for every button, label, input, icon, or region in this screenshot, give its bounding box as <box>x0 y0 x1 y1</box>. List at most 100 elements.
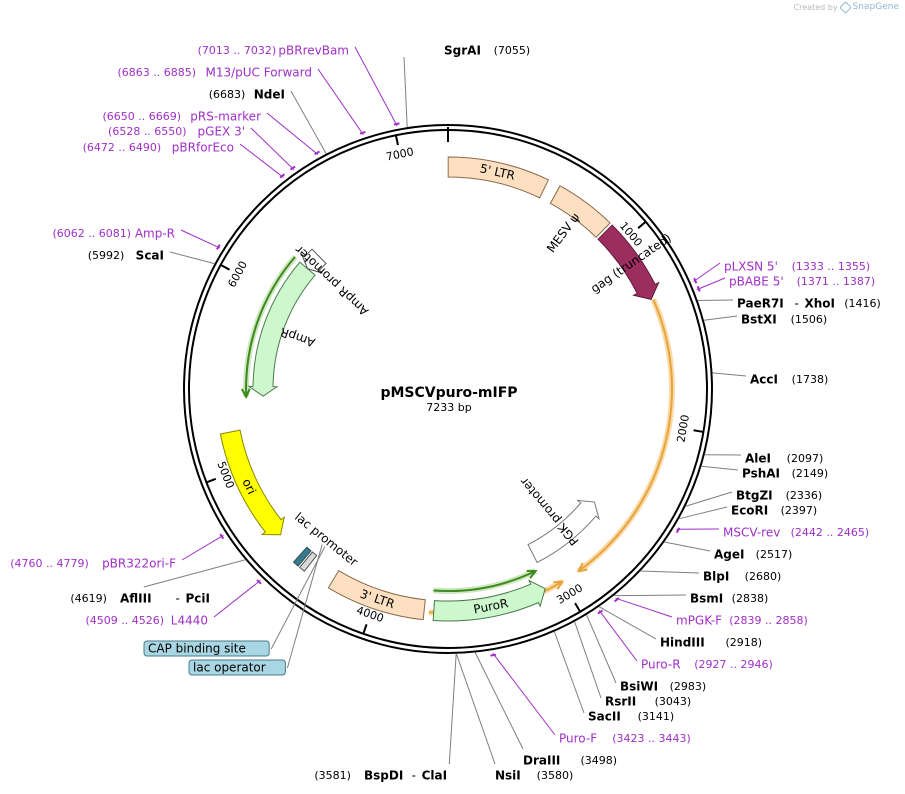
primer-mscv-rev[interactable]: MSCV-rev(2442 .. 2465) <box>723 526 869 540</box>
site-leader <box>678 506 728 520</box>
feature-ampr[interactable] <box>247 261 316 397</box>
enzyme-btgzi[interactable]: BtgZI(2336) <box>736 489 822 503</box>
feature-pgk-promoter[interactable] <box>527 499 600 564</box>
boxed-label-layer: CAP binding site lac operator <box>143 544 326 676</box>
feature-label-ori: ori <box>239 476 258 496</box>
enzyme-bsiwi[interactable]: BsiWI(2983) <box>620 680 706 694</box>
enzyme-alei[interactable]: AleI(2097) <box>745 452 823 466</box>
enzyme-sgrai[interactable]: SgrAI(7055) <box>444 44 530 58</box>
site-position: (4509 .. 4526) <box>85 614 164 627</box>
site-name: pBRforEco <box>172 141 234 155</box>
site-position: (3580) <box>537 769 574 782</box>
site-name: AleI <box>745 452 771 466</box>
site-position: (1738) <box>792 373 829 386</box>
enzyme-nsii[interactable]: NsiI(3580) <box>495 769 573 783</box>
site-name: M13/pUC Forward <box>205 66 312 80</box>
enzyme-bsmi[interactable]: BsmI(2838) <box>690 592 768 606</box>
site-leader <box>613 594 687 597</box>
tick-label: 6000 <box>225 259 250 290</box>
enzyme-bspdi[interactable]: (3581)BspDI-ClaI <box>314 769 447 783</box>
tick-label: 7000 <box>385 145 415 163</box>
enzyme-pshai[interactable]: PshAI(2149) <box>742 467 828 481</box>
site-leader <box>640 570 700 574</box>
feature-5-ltr[interactable] <box>447 156 550 199</box>
site-position: (6528 .. 6550) <box>108 125 187 138</box>
primer-m13-puc-forward[interactable]: M13/pUC Forward(6863 .. 6885) <box>117 66 312 80</box>
site-leader <box>403 56 408 128</box>
site-name: Puro-R <box>641 658 681 672</box>
site-name: DraIII <box>523 754 560 768</box>
site-position: (3498) <box>581 754 618 767</box>
enzyme-afliii[interactable]: (4619)AflIII-PciI <box>70 592 210 606</box>
enzyme-rsrii[interactable]: RsrII(3043) <box>605 695 691 709</box>
enzyme-hindiii[interactable]: HindIII(2918) <box>660 636 762 650</box>
feature-lac-promoter[interactable] <box>298 551 318 572</box>
enzyme-paer7i[interactable]: PaeR7I-XhoI(1416) <box>737 297 881 311</box>
primer-mpgk-f[interactable]: mPGK-F(2839 .. 2858) <box>676 614 808 628</box>
credit-text: Created by <box>793 2 838 12</box>
site-name: PshAI <box>742 467 780 481</box>
enzyme-bstxi[interactable]: BstXI (1506) <box>741 313 827 327</box>
primer-pgex-3-[interactable]: pGEX 3'(6528 .. 6550) <box>108 125 245 139</box>
primer-pbrrevbam[interactable]: pBRrevBam(7013 .. 7032) <box>198 44 349 58</box>
site-name: EcoRI <box>731 504 768 518</box>
orf-arrowhead <box>576 562 588 573</box>
boxed-label-lac-operator[interactable]: lac operator <box>188 659 286 676</box>
primer-pbr322ori-f[interactable]: pBR322ori-F(4760 .. 4779) <box>10 557 176 571</box>
site-leader <box>492 652 556 736</box>
enzyme-agei[interactable]: AgeI(2517) <box>714 548 792 562</box>
feature-puror[interactable] <box>432 579 546 622</box>
site-position: (3423 .. 3443) <box>612 732 691 745</box>
site-name: Puro-F <box>559 732 597 746</box>
orf-arrowhead <box>553 580 565 590</box>
feature-ampr-promoter[interactable] <box>301 248 327 274</box>
site-leader <box>701 465 739 471</box>
primer-puro-r[interactable]: Puro-R(2927 .. 2946) <box>641 658 773 672</box>
primer-mark <box>490 653 497 657</box>
primer-pbrforeco[interactable]: pBRforEco(6472 .. 6490) <box>83 141 234 155</box>
backbone-outer <box>183 124 713 654</box>
feature-label-puror: PuroR <box>472 596 509 616</box>
primer-mark <box>393 122 400 126</box>
site-leader <box>703 315 738 321</box>
primer-prs-marker[interactable]: pRS-marker(6650 .. 6669) <box>102 110 261 124</box>
site-leader <box>317 68 364 136</box>
feature-ori[interactable] <box>219 429 286 536</box>
enzyme-ndei[interactable]: NdeI(6683) <box>209 88 285 102</box>
boxed-label-cap-binding-site[interactable]: CAP binding site <box>143 640 270 657</box>
site-position: (3141) <box>638 710 675 723</box>
tick-mark <box>574 602 582 613</box>
enzyme-blpi[interactable]: BlpI(2680) <box>703 570 781 584</box>
feature-3-ltr[interactable] <box>327 569 426 621</box>
site-position: (2918) <box>725 636 762 649</box>
primer-amp-r[interactable]: Amp-R(6062 .. 6081) <box>52 227 175 241</box>
plasmid-name: pMSCVpuro-mIFP <box>380 385 517 401</box>
feature-mesv-psi[interactable] <box>549 185 611 238</box>
site-leader <box>448 653 457 765</box>
site-name: SgrAI <box>444 44 481 58</box>
feature-gag-truncated[interactable] <box>597 224 660 300</box>
primer-pbabe-5-[interactable]: pBABE 5'(1371 .. 1387) <box>729 275 875 289</box>
primer-plxsn-5-[interactable]: pLXSN 5'(1333 .. 1355) <box>724 260 870 274</box>
site-name: pBABE 5' <box>729 275 784 289</box>
enzyme-acci[interactable]: AccI(1738) <box>750 373 828 387</box>
enzyme-sacii[interactable]: SacII(3141) <box>588 710 674 724</box>
primer-puro-f[interactable]: Puro-F (3423 .. 3443) <box>559 732 691 746</box>
site-position: (1506) <box>791 313 828 326</box>
site-name: BsmI <box>690 592 723 606</box>
primer-l4440[interactable]: L4440(4509 .. 4526) <box>85 614 208 628</box>
enzyme-ecori[interactable]: EcoRI(2397) <box>731 504 817 518</box>
site-separator: - <box>412 769 416 783</box>
enzyme-scai[interactable]: ScaI(5992) <box>88 249 164 263</box>
site-name: pLXSN 5' <box>724 260 778 274</box>
site-name: BstXI <box>741 313 777 327</box>
site-name: AflIII <box>120 592 152 606</box>
snapgene-credit: Created by SnapGene <box>793 0 899 14</box>
site-leader <box>181 534 224 561</box>
enzyme-draiii[interactable]: DraIII (3498) <box>523 754 617 768</box>
site-name-2: XhoI <box>805 297 836 311</box>
site-leader <box>474 652 524 750</box>
feature-lac-promoter-mark[interactable] <box>292 546 312 567</box>
site-name: BtgZI <box>736 489 773 503</box>
site-leader <box>693 262 721 282</box>
